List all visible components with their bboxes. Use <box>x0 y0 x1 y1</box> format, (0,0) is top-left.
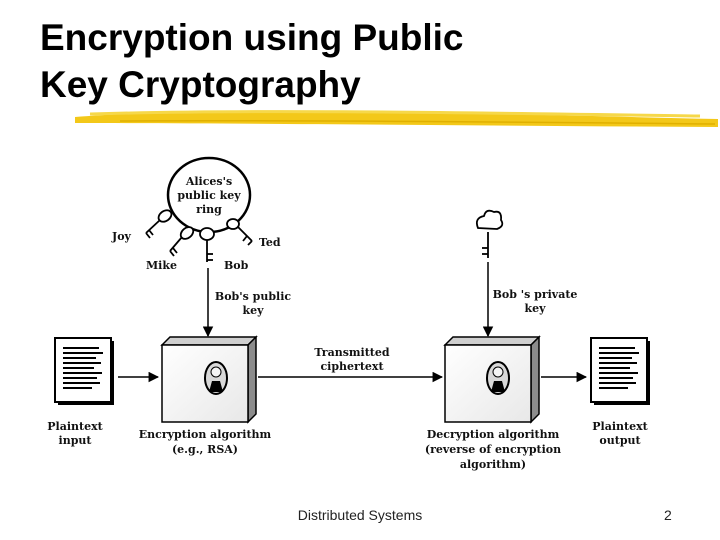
plaintext-input-document-icon <box>54 337 114 405</box>
title-line-1: Encryption using Public <box>40 17 464 58</box>
ted-key-icon <box>226 218 253 246</box>
decryption-algorithm-label-2: (reverse of encryption <box>425 443 561 456</box>
transmitted-label-2: ciphertext <box>320 360 384 373</box>
slide-title: Encryption using Public Key Cryptography <box>40 14 463 108</box>
encryption-algorithm-label-1: Encryption algorithm <box>139 428 272 441</box>
bob-key-icon <box>199 227 215 262</box>
person-label-mike: Mike <box>146 259 177 272</box>
person-label-ted: Ted <box>259 236 281 249</box>
plaintext-input-label-2: input <box>59 434 93 447</box>
plaintext-input-label-1: Plaintext <box>47 420 103 433</box>
key-ring-label-3: ring <box>196 203 222 216</box>
decryption-algorithm-label-3: algorithm) <box>460 458 526 471</box>
bobs-private-key-label-2: key <box>524 302 546 315</box>
plaintext-output-document-icon <box>590 337 650 405</box>
decryption-algorithm-label-1: Decryption algorithm <box>427 428 560 441</box>
bobs-private-key-label-1: Bob 's private <box>493 288 578 301</box>
plaintext-output-label-2: output <box>599 434 641 447</box>
decryption-person-icon <box>486 361 510 395</box>
encryption-algorithm-box <box>160 335 258 424</box>
joy-key-icon <box>145 209 173 239</box>
key-ring-label-2: public key <box>177 189 241 202</box>
mike-key-icon <box>169 226 195 257</box>
decryption-algorithm-box <box>443 335 541 424</box>
bobs-public-key-label-1: Bob's public <box>215 290 291 303</box>
person-label-joy: Joy <box>111 230 132 243</box>
plaintext-output-label-1: Plaintext <box>592 420 648 433</box>
bobs-public-key-label-2: key <box>242 304 264 317</box>
transmitted-label-1: Transmitted <box>314 346 389 359</box>
key-ring-label-1: Alices's <box>185 175 232 188</box>
title-underline <box>75 110 718 127</box>
person-label-bob: Bob <box>224 259 249 272</box>
title-line-2: Key Cryptography <box>40 64 361 105</box>
private-key-icon <box>475 209 504 258</box>
public-key-ring: Alices's public key ring <box>166 156 252 234</box>
encryption-algorithm-label-2: (e.g., RSA) <box>172 443 238 456</box>
page-number: 2 <box>664 507 672 523</box>
footer-course-name: Distributed Systems <box>297 507 423 523</box>
encryption-person-icon <box>204 361 228 395</box>
